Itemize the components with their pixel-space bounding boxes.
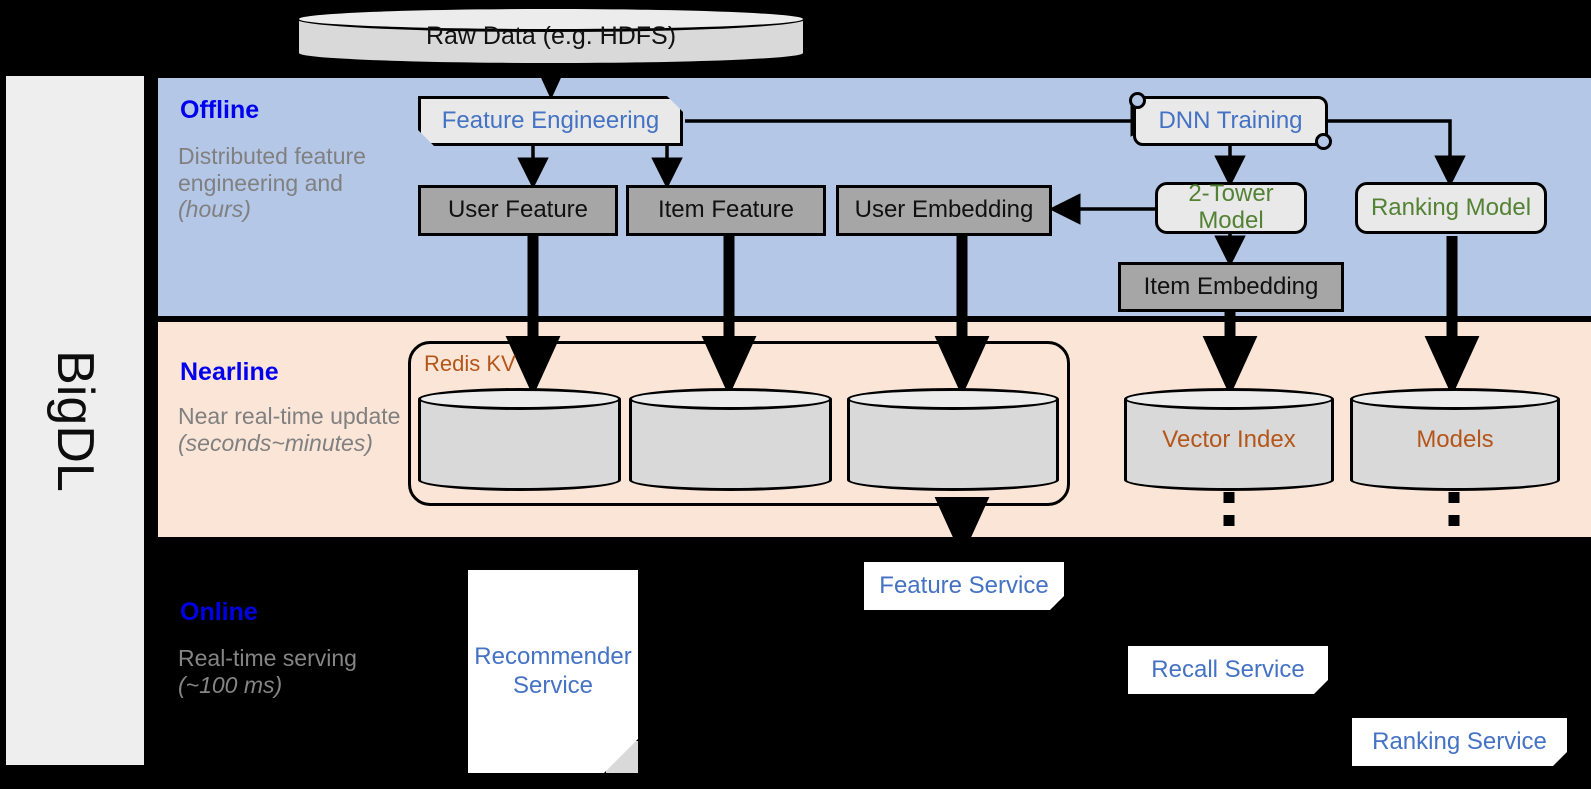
item-feature-node[interactable]: Item Feature: [626, 185, 826, 236]
nearline-subtitle-italic: (seconds~minutes): [178, 429, 373, 456]
cylinder-body: [1124, 399, 1334, 480]
redis-kv-label: Redis KV: [424, 351, 516, 376]
user-feature-label: User Feature: [447, 196, 589, 224]
cylinder-body: [847, 399, 1059, 480]
cylinder-top: [629, 388, 832, 410]
feature-engineering-label: Feature Engineering: [441, 106, 660, 134]
ranking-service-label: Ranking Service: [1372, 727, 1547, 755]
user-embedding-node[interactable]: User Embedding: [836, 185, 1052, 236]
ranking-service-node[interactable]: Ranking Service: [1352, 718, 1567, 766]
two-tower-model-label: 2-Tower Model: [1188, 180, 1274, 234]
online-title: Online: [180, 598, 258, 626]
recall-service-label: Recall Service: [1151, 655, 1305, 683]
feature-service-label: Feature Service: [879, 571, 1049, 599]
raw-data-cylinder: Raw Data (e.g. HDFS): [296, 6, 806, 66]
bigdl-sidebar: BigDL: [6, 76, 144, 765]
dnn-training-node[interactable]: DNN Training: [1129, 92, 1332, 150]
bigdl-label: BigDL: [46, 349, 105, 492]
user-feature-store-cylinder[interactable]: [418, 388, 621, 491]
feature-engineering-node[interactable]: Feature Engineering: [418, 96, 683, 146]
item-embedding-node[interactable]: Item Embedding: [1118, 262, 1344, 312]
offline-subtitle: Distributed feature engineering and (hou…: [178, 143, 408, 223]
cylinder-body: [629, 399, 832, 480]
cylinder-body: [418, 399, 621, 480]
ranking-model-label: Ranking Model: [1370, 193, 1532, 221]
nearline-subtitle-plain: Near real-time update: [178, 403, 401, 429]
online-subtitle-plain: Real-time serving: [178, 645, 357, 671]
cylinder-top: [418, 388, 621, 410]
cylinder-body: [1350, 399, 1560, 480]
item-embedding-label: Item Embedding: [1143, 272, 1319, 300]
cylinder-top: [296, 6, 806, 32]
ranking-model-node[interactable]: Ranking Model: [1355, 182, 1547, 234]
recommender-service-label: Recommender Service: [474, 642, 632, 699]
page-fold-icon: [1553, 752, 1567, 766]
vector-index-label: Vector Index: [1162, 425, 1296, 453]
page-fold-icon: [1050, 596, 1064, 610]
user-feature-node[interactable]: User Feature: [418, 185, 618, 236]
user-embedding-store-cylinder[interactable]: [847, 388, 1059, 491]
offline-subtitle-italic: (hours): [178, 196, 251, 223]
cylinder-top: [847, 388, 1059, 410]
dnn-training-label: DNN Training: [1158, 106, 1303, 134]
page-fold-icon: [604, 739, 638, 773]
vector-index-cylinder[interactable]: Vector Index: [1124, 388, 1334, 491]
cylinder-top: [1350, 388, 1560, 410]
offline-subtitle-plain: Distributed feature engineering and: [178, 143, 366, 196]
page-fold-icon: [1314, 680, 1328, 694]
user-feature-store-label: [418, 388, 621, 491]
raw-data-label: Raw Data (e.g. HDFS): [425, 21, 677, 50]
cylinder-top: [1124, 388, 1334, 410]
offline-title: Offline: [180, 96, 260, 124]
online-subtitle: Real-time serving(~100 ms): [178, 645, 408, 698]
redis-kv-container: [408, 341, 1070, 506]
item-feature-store-label: [629, 388, 832, 491]
item-feature-label: Item Feature: [657, 196, 795, 224]
item-feature-store-cylinder[interactable]: [629, 388, 832, 491]
recall-service-node[interactable]: Recall Service: [1128, 646, 1328, 694]
online-subtitle-italic: (~100 ms): [178, 671, 283, 698]
feature-service-node[interactable]: Feature Service: [864, 562, 1064, 610]
models-label: Models: [1416, 425, 1494, 453]
nearline-title: Nearline: [180, 358, 279, 386]
user-embedding-store-label: [847, 388, 1059, 491]
nearline-subtitle: Near real-time update(seconds~minutes): [178, 403, 408, 456]
recommender-service-node[interactable]: Recommender Service: [468, 570, 638, 773]
two-tower-model-node[interactable]: 2-Tower Model: [1155, 180, 1307, 234]
models-cylinder[interactable]: Models: [1350, 388, 1560, 491]
user-embedding-label: User Embedding: [854, 196, 1034, 224]
